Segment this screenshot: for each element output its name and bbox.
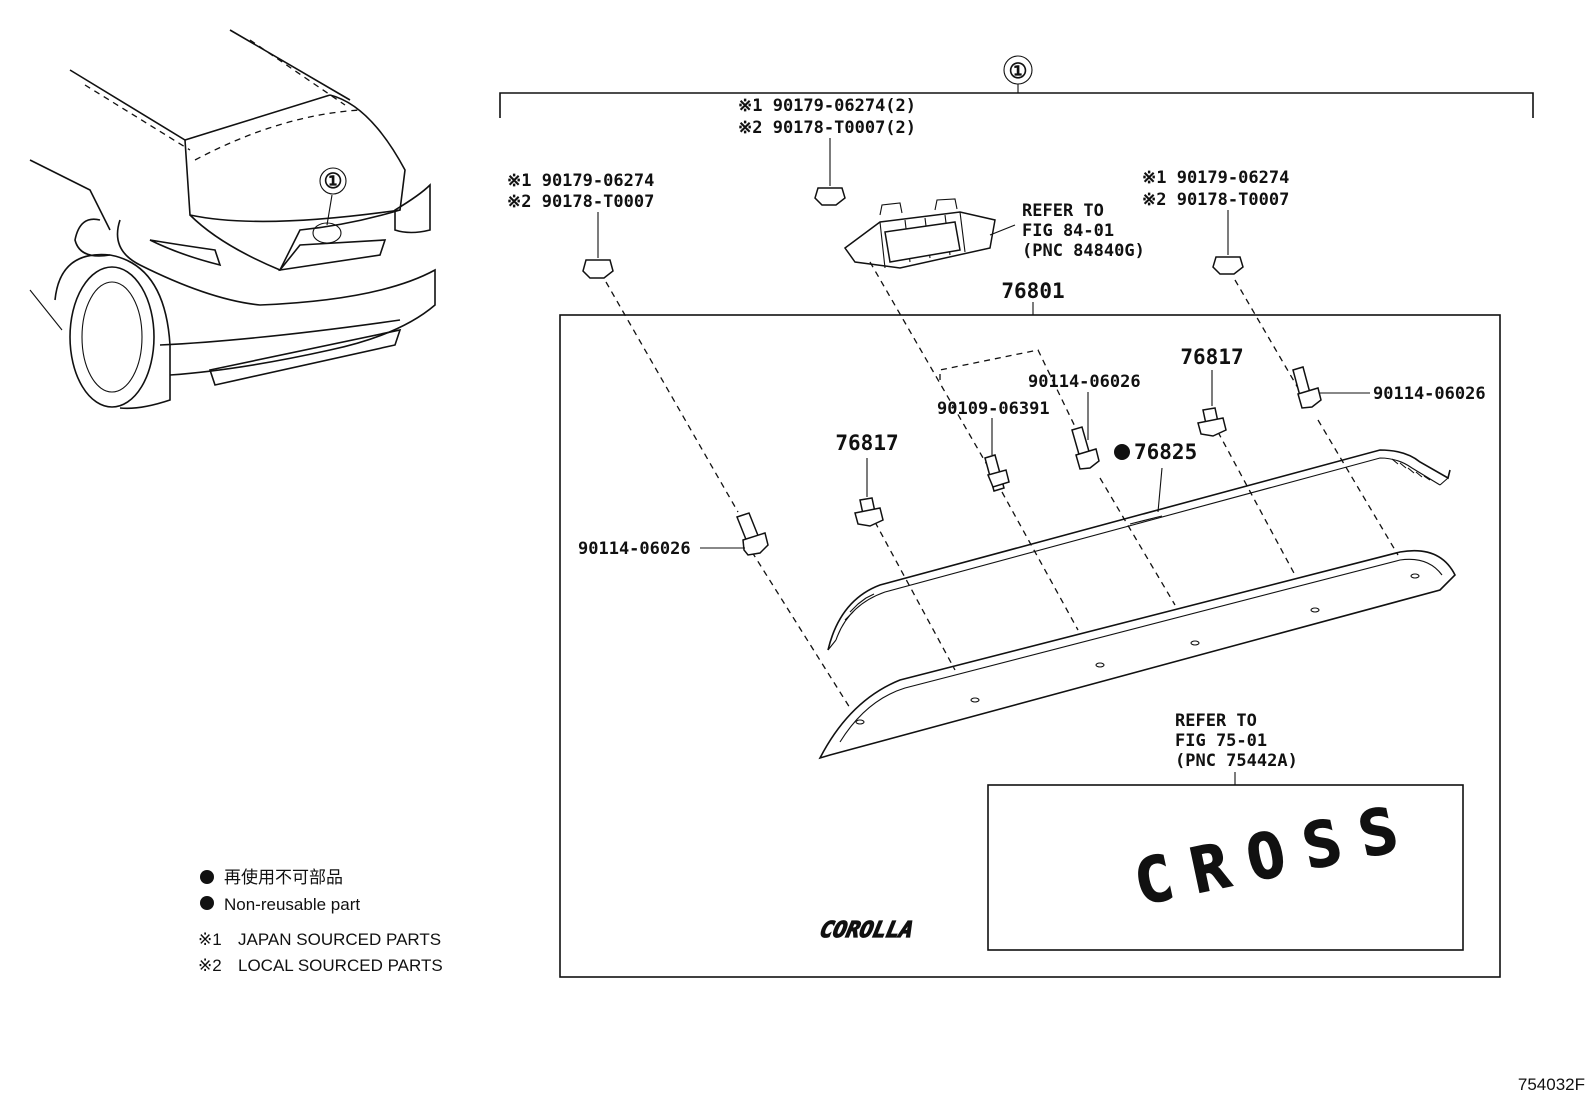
assembly-bracket: ① <box>499 55 1534 118</box>
label-garnish: 76801 <box>1001 279 1064 303</box>
label-nut-left-1: ※1 90179-06274 <box>507 171 654 191</box>
label-bolt: 90109-06391 <box>937 399 1050 419</box>
label-clip-right: 76817 <box>1180 345 1243 369</box>
nut-right <box>1212 256 1244 275</box>
label-refer-b-3: (PNC 75442A) <box>1175 751 1298 771</box>
drawing-code: 754032F <box>1518 1075 1585 1094</box>
label-screw-left: 90114-06026 <box>578 539 691 559</box>
non-reusable-dot <box>1114 444 1130 460</box>
label-nut-top-2: ※2 90178-T0007(2) <box>738 118 916 138</box>
car-callout: ① <box>324 169 343 193</box>
legend-local-text: LOCAL SOURCED PARTS <box>238 956 443 975</box>
back-door-garnish <box>818 549 1456 760</box>
label-screw-center: 90114-06026 <box>1028 372 1141 392</box>
label-nut-right-2: ※2 90178-T0007 <box>1142 190 1289 210</box>
emblem-cross: CROSS <box>1127 788 1424 921</box>
assembly-lines <box>605 261 1399 709</box>
label-nut-right-1: ※1 90179-06274 <box>1142 168 1289 188</box>
label-refer-a-2: FIG 84-01 <box>1022 221 1114 241</box>
legend-japan-text: JAPAN SOURCED PARTS <box>238 930 441 949</box>
label-refer-b-2: FIG 75-01 <box>1175 731 1267 751</box>
legend-dot-en <box>200 896 214 910</box>
label-refer-b-1: REFER TO <box>1175 711 1257 731</box>
label-seal: 76825 <box>1134 440 1197 464</box>
screw-left <box>736 512 769 556</box>
nut-left <box>582 259 614 279</box>
legend-non-reusable-jp: 再使用不可部品 <box>224 867 343 887</box>
label-nut-top-1: ※1 90179-06274(2) <box>738 96 916 116</box>
screw-center <box>1071 426 1100 470</box>
emblem-box <box>987 784 1464 951</box>
emblem-corolla: COROLLA <box>818 917 916 943</box>
label-refer-a-1: REFER TO <box>1022 201 1104 221</box>
label-nut-left-2: ※2 90178-T0007 <box>507 192 654 212</box>
clip-left <box>854 497 884 527</box>
legend-non-reusable-en: Non-reusable part <box>224 895 360 914</box>
bolt-center <box>984 454 1010 492</box>
garnish-seal-rail <box>827 449 1451 651</box>
license-lamp <box>843 198 996 269</box>
legend-dot-jp <box>200 870 214 884</box>
car-rear-illustration: ① <box>29 29 436 410</box>
clip-right <box>1197 407 1227 437</box>
legend-local-mark: ※2 <box>198 956 222 975</box>
label-screw-right: 90114-06026 <box>1373 384 1486 404</box>
screw-right <box>1292 366 1322 409</box>
assembly-callout: ① <box>1009 59 1028 83</box>
nut-top <box>814 187 846 206</box>
svg-text:CROSS: CROSS <box>1128 789 1424 920</box>
label-clip-left: 76817 <box>835 431 898 455</box>
label-refer-a-3: (PNC 84840G) <box>1022 241 1145 261</box>
legend: 再使用不可部品 Non-reusable part ※1 JAPAN SOURC… <box>198 867 443 975</box>
garnish-box <box>559 314 1501 978</box>
legend-japan-mark: ※1 <box>198 930 222 949</box>
